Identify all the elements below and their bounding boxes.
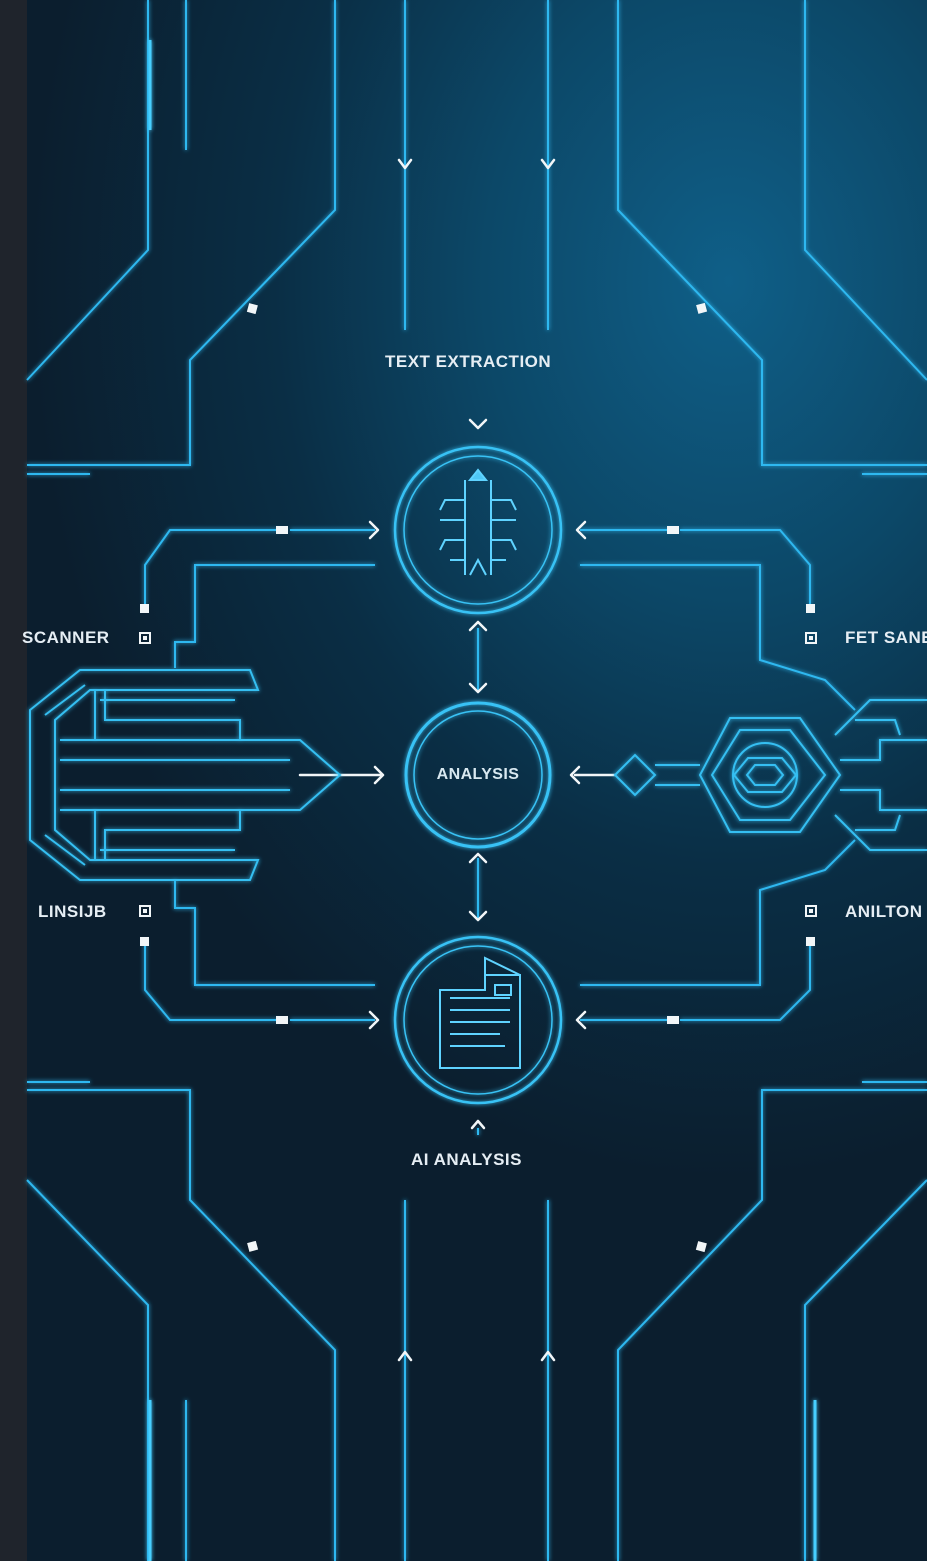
left-panel-strip	[0, 0, 27, 1561]
label-fet-sane: FET SANE	[845, 628, 927, 647]
node-text-extraction	[393, 445, 563, 615]
circuit-traces	[26, 0, 927, 1561]
document-icon	[439, 956, 521, 1069]
diagram-canvas	[27, 0, 927, 1561]
arrowheads	[298, 158, 617, 1362]
junction-markers	[139, 302, 817, 1253]
node-ai-analysis	[393, 935, 563, 1105]
label-ai-analysis: AI ANALYSIS	[411, 1150, 522, 1169]
hexagon-chip-icon	[613, 699, 927, 851]
label-scanner: SCANNER	[22, 628, 110, 647]
node-analysis	[404, 701, 552, 849]
label-analysis: ANALYSIS	[436, 766, 520, 783]
label-anilton: ANILTON	[845, 902, 923, 921]
brain-circuit-icon	[439, 468, 517, 576]
label-linsijb: LINSIJB	[38, 902, 107, 921]
scanner-device-icon	[29, 669, 342, 881]
label-text-extraction: TEXT EXTRACTION	[385, 352, 552, 371]
